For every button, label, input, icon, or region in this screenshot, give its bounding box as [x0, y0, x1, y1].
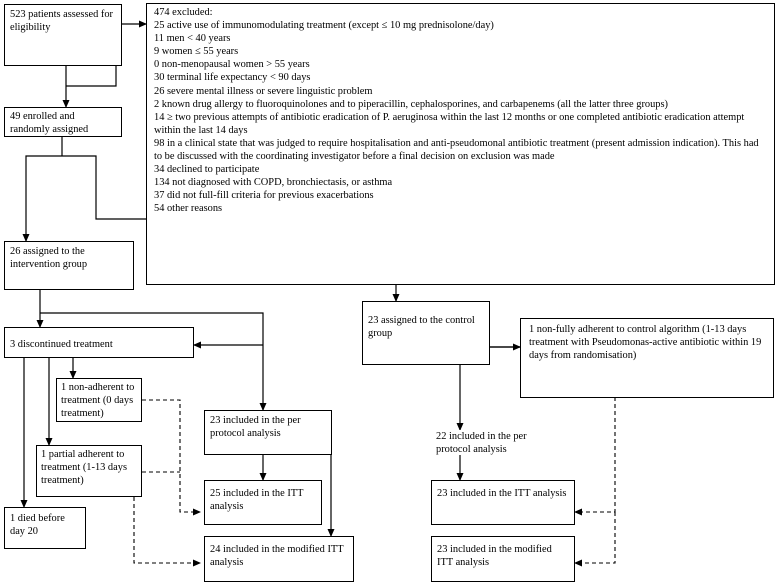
- excluded-reason: 14 ≥ two previous attempts of antibiotic…: [154, 111, 745, 136]
- died-text: 1 died before day 20: [10, 513, 65, 538]
- excluded-reason: 54 other reasons: [154, 203, 223, 215]
- control-nonadherent-box: 1 non-fully adherent to control algorith…: [520, 318, 774, 398]
- excluded-reason: 26 severe mental illness or severe lingu…: [154, 85, 373, 97]
- ctrl-itt-box: 23 included in the ITT analysis: [431, 480, 575, 525]
- control-nonadherent-text: 1 non-fully adherent to control algorith…: [529, 324, 762, 362]
- excluded-reason: 34 declined to participate: [154, 164, 260, 176]
- excluded-reason: 98 in a clinical state that was judged t…: [154, 137, 759, 163]
- control-box: 23 assigned to the control group: [362, 301, 490, 365]
- assessed-text: 523 patients assessed for eligibility: [10, 9, 114, 34]
- arrow-to-int-per-protocol: [40, 312, 267, 411]
- excluded-reason: 25 active use of immunomodulating treatm…: [154, 20, 494, 32]
- int-itt-text: 25 included in the ITT analysis: [210, 488, 304, 513]
- excluded-reason: 2 known drug allergy to fluoroquinolones…: [154, 98, 668, 110]
- control-text: 23 assigned to the control group: [368, 315, 475, 340]
- dashed-control-to-itt: [574, 397, 616, 516]
- excluded-reason: 37 did not full-fill criteria for previo…: [154, 190, 374, 202]
- int-mitt-box: 24 included in the modified ITT analysis: [204, 536, 354, 582]
- excluded-box: 474 excluded: 25 active use of immunomod…: [146, 3, 775, 285]
- int-itt-box: 25 included in the ITT analysis: [204, 480, 322, 525]
- dashed-partial-adherent-to-mitt: [133, 497, 201, 567]
- int-per-protocol-text: 23 included in the per protocol analysis: [210, 415, 301, 440]
- enrolled-text: 49 enrolled and randomly assigned: [10, 111, 89, 136]
- excluded-title: 474 excluded:: [154, 7, 213, 18]
- int-per-protocol-box: 23 included in the per protocol analysis: [204, 410, 332, 455]
- excluded-reason: 11 men < 40 years: [154, 33, 231, 45]
- enrolled-box: 49 enrolled and randomly assigned: [4, 107, 122, 137]
- discontinued-text: 3 discontinued treatment: [10, 339, 113, 350]
- int-mitt-text: 24 included in the modified ITT analysis: [210, 544, 344, 569]
- non-adherent-text: 1 non-adherent to treatment (0 days trea…: [61, 382, 135, 420]
- ctrl-per-protocol-box: 22 included in the per protocol analysis: [431, 430, 551, 455]
- excluded-reason: 134 not diagnosed with COPD, bronchiecta…: [154, 177, 393, 189]
- partial-adherent-text: 1 partial adherent to treatment (1-13 da…: [41, 449, 127, 487]
- excluded-reason: 30 terminal life expectancy < 90 days: [154, 72, 311, 84]
- intervention-box: 26 assigned to the intervention group: [4, 241, 134, 290]
- dashed-non-adherent-to-itt: [142, 399, 201, 516]
- ctrl-itt-text: 23 included in the ITT analysis: [437, 488, 567, 499]
- intervention-text: 26 assigned to the intervention group: [10, 246, 88, 271]
- excluded-reason: 0 non-menopausal women > 55 years: [154, 59, 310, 71]
- assessed-box: 523 patients assessed for eligibility: [4, 4, 122, 66]
- excluded-reason: 9 women ≤ 55 years: [154, 46, 239, 58]
- ctrl-mitt-box: 23 included in the modified ITT analysis: [431, 536, 575, 582]
- partial-adherent-box: 1 partial adherent to treatment (1-13 da…: [36, 445, 142, 497]
- died-box: 1 died before day 20: [4, 507, 86, 549]
- ctrl-per-protocol-text: 22 included in the per protocol analysis: [436, 431, 527, 456]
- non-adherent-box: 1 non-adherent to treatment (0 days trea…: [56, 378, 142, 422]
- ctrl-mitt-text: 23 included in the modified ITT analysis: [437, 544, 552, 569]
- discontinued-box: 3 discontinued treatment: [4, 327, 194, 358]
- arrow-to-intervention: [22, 155, 62, 242]
- dashed-control-to-mitt: [574, 512, 616, 567]
